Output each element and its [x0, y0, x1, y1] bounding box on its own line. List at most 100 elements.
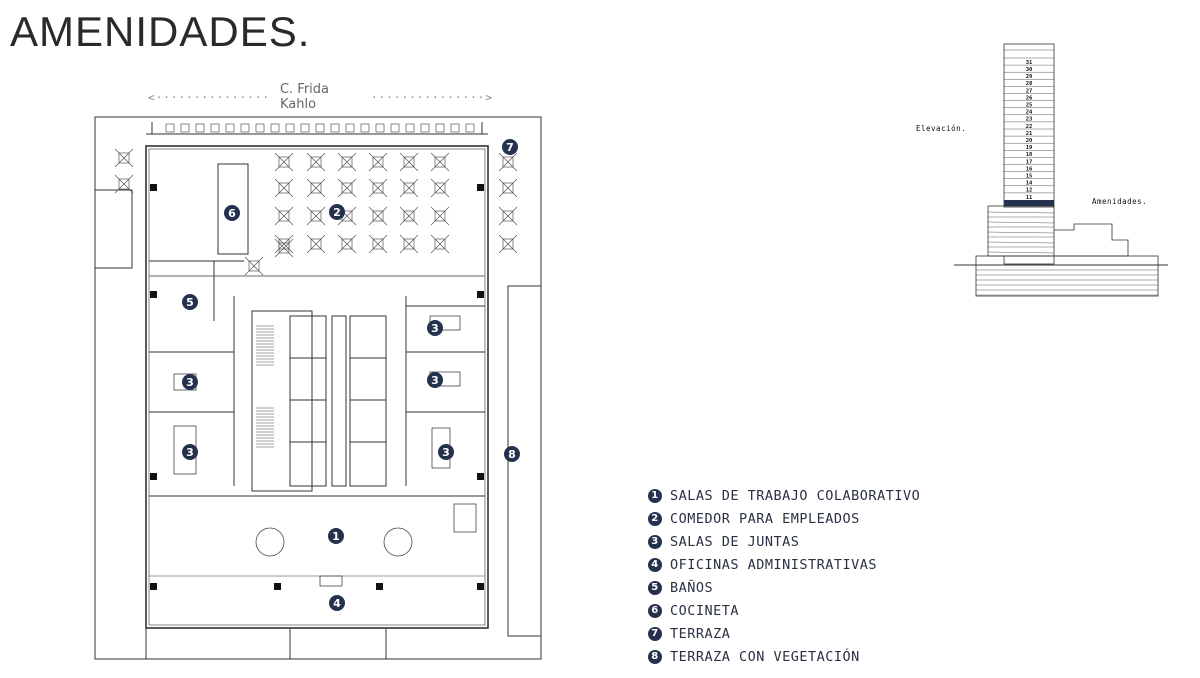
chair-icon [225, 123, 235, 133]
dining-table-icon [337, 178, 357, 198]
legend-label: OFICINAS ADMINISTRATIVAS [670, 556, 878, 573]
plan-building-core [145, 145, 489, 629]
legend-label: SALAS DE TRABAJO COLABORATIVO [670, 487, 921, 504]
floor-number: 24 [1026, 110, 1033, 116]
basement-block [975, 255, 1159, 297]
chair-icon [285, 123, 295, 133]
plan-stair-core-left [251, 310, 313, 492]
chair-icon [270, 123, 280, 133]
area-marker-label: 3 [186, 446, 194, 459]
plan-kitchen-counter [217, 163, 249, 255]
dining-table-icon [399, 152, 419, 172]
area-marker-label: 5 [186, 296, 194, 309]
dining-table-icon [399, 206, 419, 226]
tower-outline [1003, 43, 1055, 208]
legend-label: COCINETA [670, 602, 740, 619]
area-marker-label: 3 [186, 376, 194, 389]
dining-table-icon [274, 152, 294, 172]
elevation-label: Elevación. [916, 124, 967, 133]
legend-item: 7 TERRAZA [648, 622, 920, 645]
dining-table-icon [306, 206, 326, 226]
dining-table-icon [274, 234, 294, 254]
legend-number: 6 [648, 603, 662, 618]
area-marker-label: 3 [431, 374, 439, 387]
lobby-block [1003, 255, 1055, 265]
plan-outer-wall [94, 116, 542, 660]
area-marker: 3 [182, 444, 198, 460]
podium-floor-line [987, 251, 1055, 254]
floor-number: 26 [1026, 95, 1033, 101]
dining-table-icon [368, 234, 388, 254]
floor-number: 31 [1026, 60, 1033, 66]
floor-number: 25 [1026, 103, 1033, 109]
chair-icon [210, 123, 220, 133]
legend-item: 6 COCINETA [648, 599, 920, 622]
dining-table-icon [337, 234, 357, 254]
dining-table-icon [430, 206, 450, 226]
chair-icon [375, 123, 385, 133]
street-label: <··············· C. Frida Kahlo ········… [148, 82, 493, 112]
legend-number: 8 [648, 649, 662, 664]
legend-label: TERRAZA CON VEGETACIÓN [670, 648, 860, 665]
floor-number: 12 [1026, 188, 1033, 194]
podium-floor-line [987, 241, 1055, 244]
amenities-floor-highlight [1004, 200, 1054, 206]
legend-number: 1 [648, 488, 662, 503]
dining-table-icon [274, 178, 294, 198]
legend-number: 2 [648, 511, 662, 526]
dining-table-icon [114, 174, 134, 194]
chair-icon [450, 123, 460, 133]
chair-icon [405, 123, 415, 133]
area-marker: 3 [438, 444, 454, 460]
floor-number: 30 [1026, 67, 1033, 73]
area-marker: 4 [329, 595, 345, 611]
chair-icon [315, 123, 325, 133]
chair-icon [240, 123, 250, 133]
chair-icon [390, 123, 400, 133]
area-marker-label: 6 [228, 207, 236, 220]
legend-number: 7 [648, 626, 662, 641]
area-marker: 5 [182, 294, 198, 310]
dining-table-icon [306, 178, 326, 198]
legend-number: 3 [648, 534, 662, 549]
legend-item: 2 COMEDOR PARA EMPLEADOS [648, 507, 920, 530]
legend-label: BAÑOS [670, 579, 714, 596]
podium-block [987, 205, 1055, 257]
floor-number: 17 [1026, 159, 1033, 165]
amenities-label: Amenidades. [1092, 197, 1148, 206]
legend-label: TERRAZA [670, 625, 731, 642]
floor-number: 22 [1026, 124, 1033, 130]
area-marker: 2 [329, 204, 345, 220]
plan-core-corridor [331, 315, 347, 487]
floor-number: 18 [1026, 152, 1033, 158]
floor-number: 27 [1026, 88, 1033, 94]
dining-table-icon [337, 152, 357, 172]
dining-table-icon [274, 238, 294, 258]
dining-table-icon [114, 148, 134, 168]
dining-table-icon [368, 178, 388, 198]
floor-number: 16 [1026, 166, 1033, 172]
podium-floor-line [987, 221, 1055, 224]
plan-west-terrace-notch [95, 189, 133, 269]
dining-table-icon [399, 234, 419, 254]
chair-icon [345, 123, 355, 133]
legend-item: 8 TERRAZA CON VEGETACIÓN [648, 645, 920, 668]
area-marker: 6 [224, 205, 240, 221]
floor-number: 15 [1026, 174, 1033, 180]
area-marker-label: 3 [431, 322, 439, 335]
area-marker-label: 1 [332, 530, 340, 543]
area-marker-label: 2 [333, 206, 341, 219]
area-marker: 3 [182, 374, 198, 390]
dining-table-icon [430, 152, 450, 172]
left-arrow-icon: <··············· [148, 90, 270, 104]
dining-table-icon [306, 234, 326, 254]
dining-table-icon [498, 152, 518, 172]
plan-elevator-core-left [289, 315, 327, 487]
chair-icon [465, 123, 475, 133]
chair-icon [420, 123, 430, 133]
legend-label: COMEDOR PARA EMPLEADOS [670, 510, 860, 527]
dining-table-icon [430, 234, 450, 254]
